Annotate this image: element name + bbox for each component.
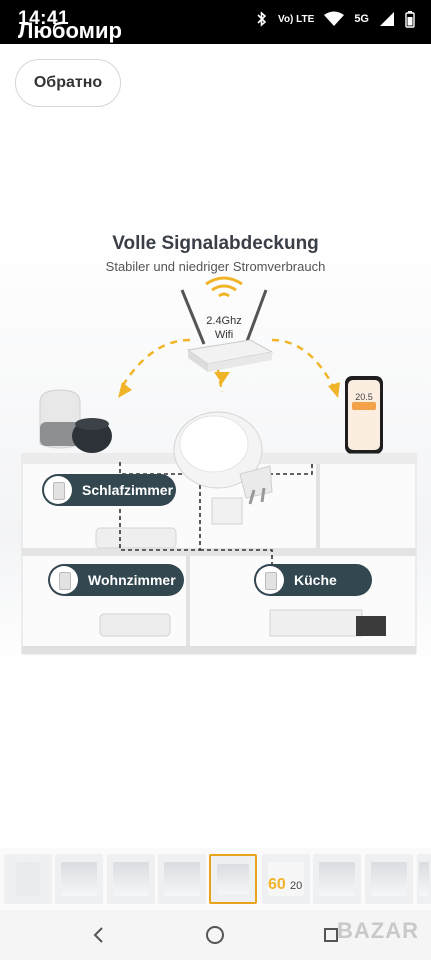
range-extender-icon <box>173 411 273 505</box>
chevron-left-icon <box>93 927 103 943</box>
room-name: Schlafzimmer <box>82 482 174 498</box>
room-label-kitchen: Küche <box>254 564 372 596</box>
user-name: Любомир <box>18 18 122 43</box>
thumbnail-6[interactable]: 60 20 <box>262 854 310 904</box>
room-label-bedroom: Schlafzimmer <box>42 474 176 506</box>
room-name: Küche <box>294 572 337 588</box>
thumbnail-1[interactable] <box>4 854 52 904</box>
phone-icon: 20.5 <box>345 376 383 454</box>
image-title: Volle Signalabdeckung <box>112 233 319 254</box>
thumbnail-5[interactable] <box>209 854 257 904</box>
thumbnail-strip[interactable]: 60 20 <box>0 848 431 910</box>
battery-icon <box>405 11 415 28</box>
illustration: 2.4Ghz Wifi 20.5 <box>21 276 417 655</box>
router-icon: 2.4Ghz Wifi <box>180 276 274 372</box>
thumb-number-20: 20 <box>290 880 303 892</box>
navigation-bar <box>0 910 431 960</box>
signal-icon <box>380 12 394 26</box>
room-name: Wohnzimmer <box>88 572 176 588</box>
nav-back-button[interactable] <box>86 922 112 948</box>
phone-temp: 20.5 <box>355 392 373 402</box>
network-5g-label: 5G <box>354 12 369 25</box>
status-time: 14:41 <box>18 8 70 29</box>
thumb-number-60: 60 <box>268 876 286 893</box>
product-image[interactable]: Volle Signalabdeckung Stabiler und niedr… <box>0 222 431 672</box>
image-subtitle: Stabiler und niedriger Stromverbrauch <box>105 259 326 274</box>
volte-label: Vo) LTE <box>278 13 315 25</box>
thermostat-icon <box>50 566 78 594</box>
router-label-line1: 2.4Ghz <box>206 315 241 327</box>
thumbnail-4[interactable] <box>158 854 206 904</box>
bluetooth-icon <box>257 11 267 27</box>
status-icons: Vo) LTE 5G <box>256 10 415 28</box>
thumbnail-2[interactable] <box>55 854 103 904</box>
thumbnail-7[interactable] <box>313 854 361 904</box>
thumbnail-3[interactable] <box>107 854 155 904</box>
thermostat-icon <box>44 476 72 504</box>
nav-home-button[interactable] <box>202 922 228 948</box>
home-circle-icon <box>206 926 224 944</box>
recents-icon <box>324 928 338 942</box>
thumbnail-9[interactable] <box>417 854 431 904</box>
router-label-line2: Wifi <box>215 329 233 341</box>
smart-speaker-icon <box>39 389 112 453</box>
room-label-living-room: Wohnzimmer <box>48 564 184 596</box>
nav-recents-button[interactable] <box>318 922 344 948</box>
bazar-watermark: BAZAR <box>337 918 419 943</box>
wifi-icon <box>324 11 345 26</box>
thumbnail-8[interactable] <box>365 854 413 904</box>
thermostat-icon <box>256 566 284 594</box>
back-button[interactable]: Обратно <box>15 59 121 107</box>
status-bar: 14:41 Любомир Vo) LTE 5G <box>0 0 431 44</box>
